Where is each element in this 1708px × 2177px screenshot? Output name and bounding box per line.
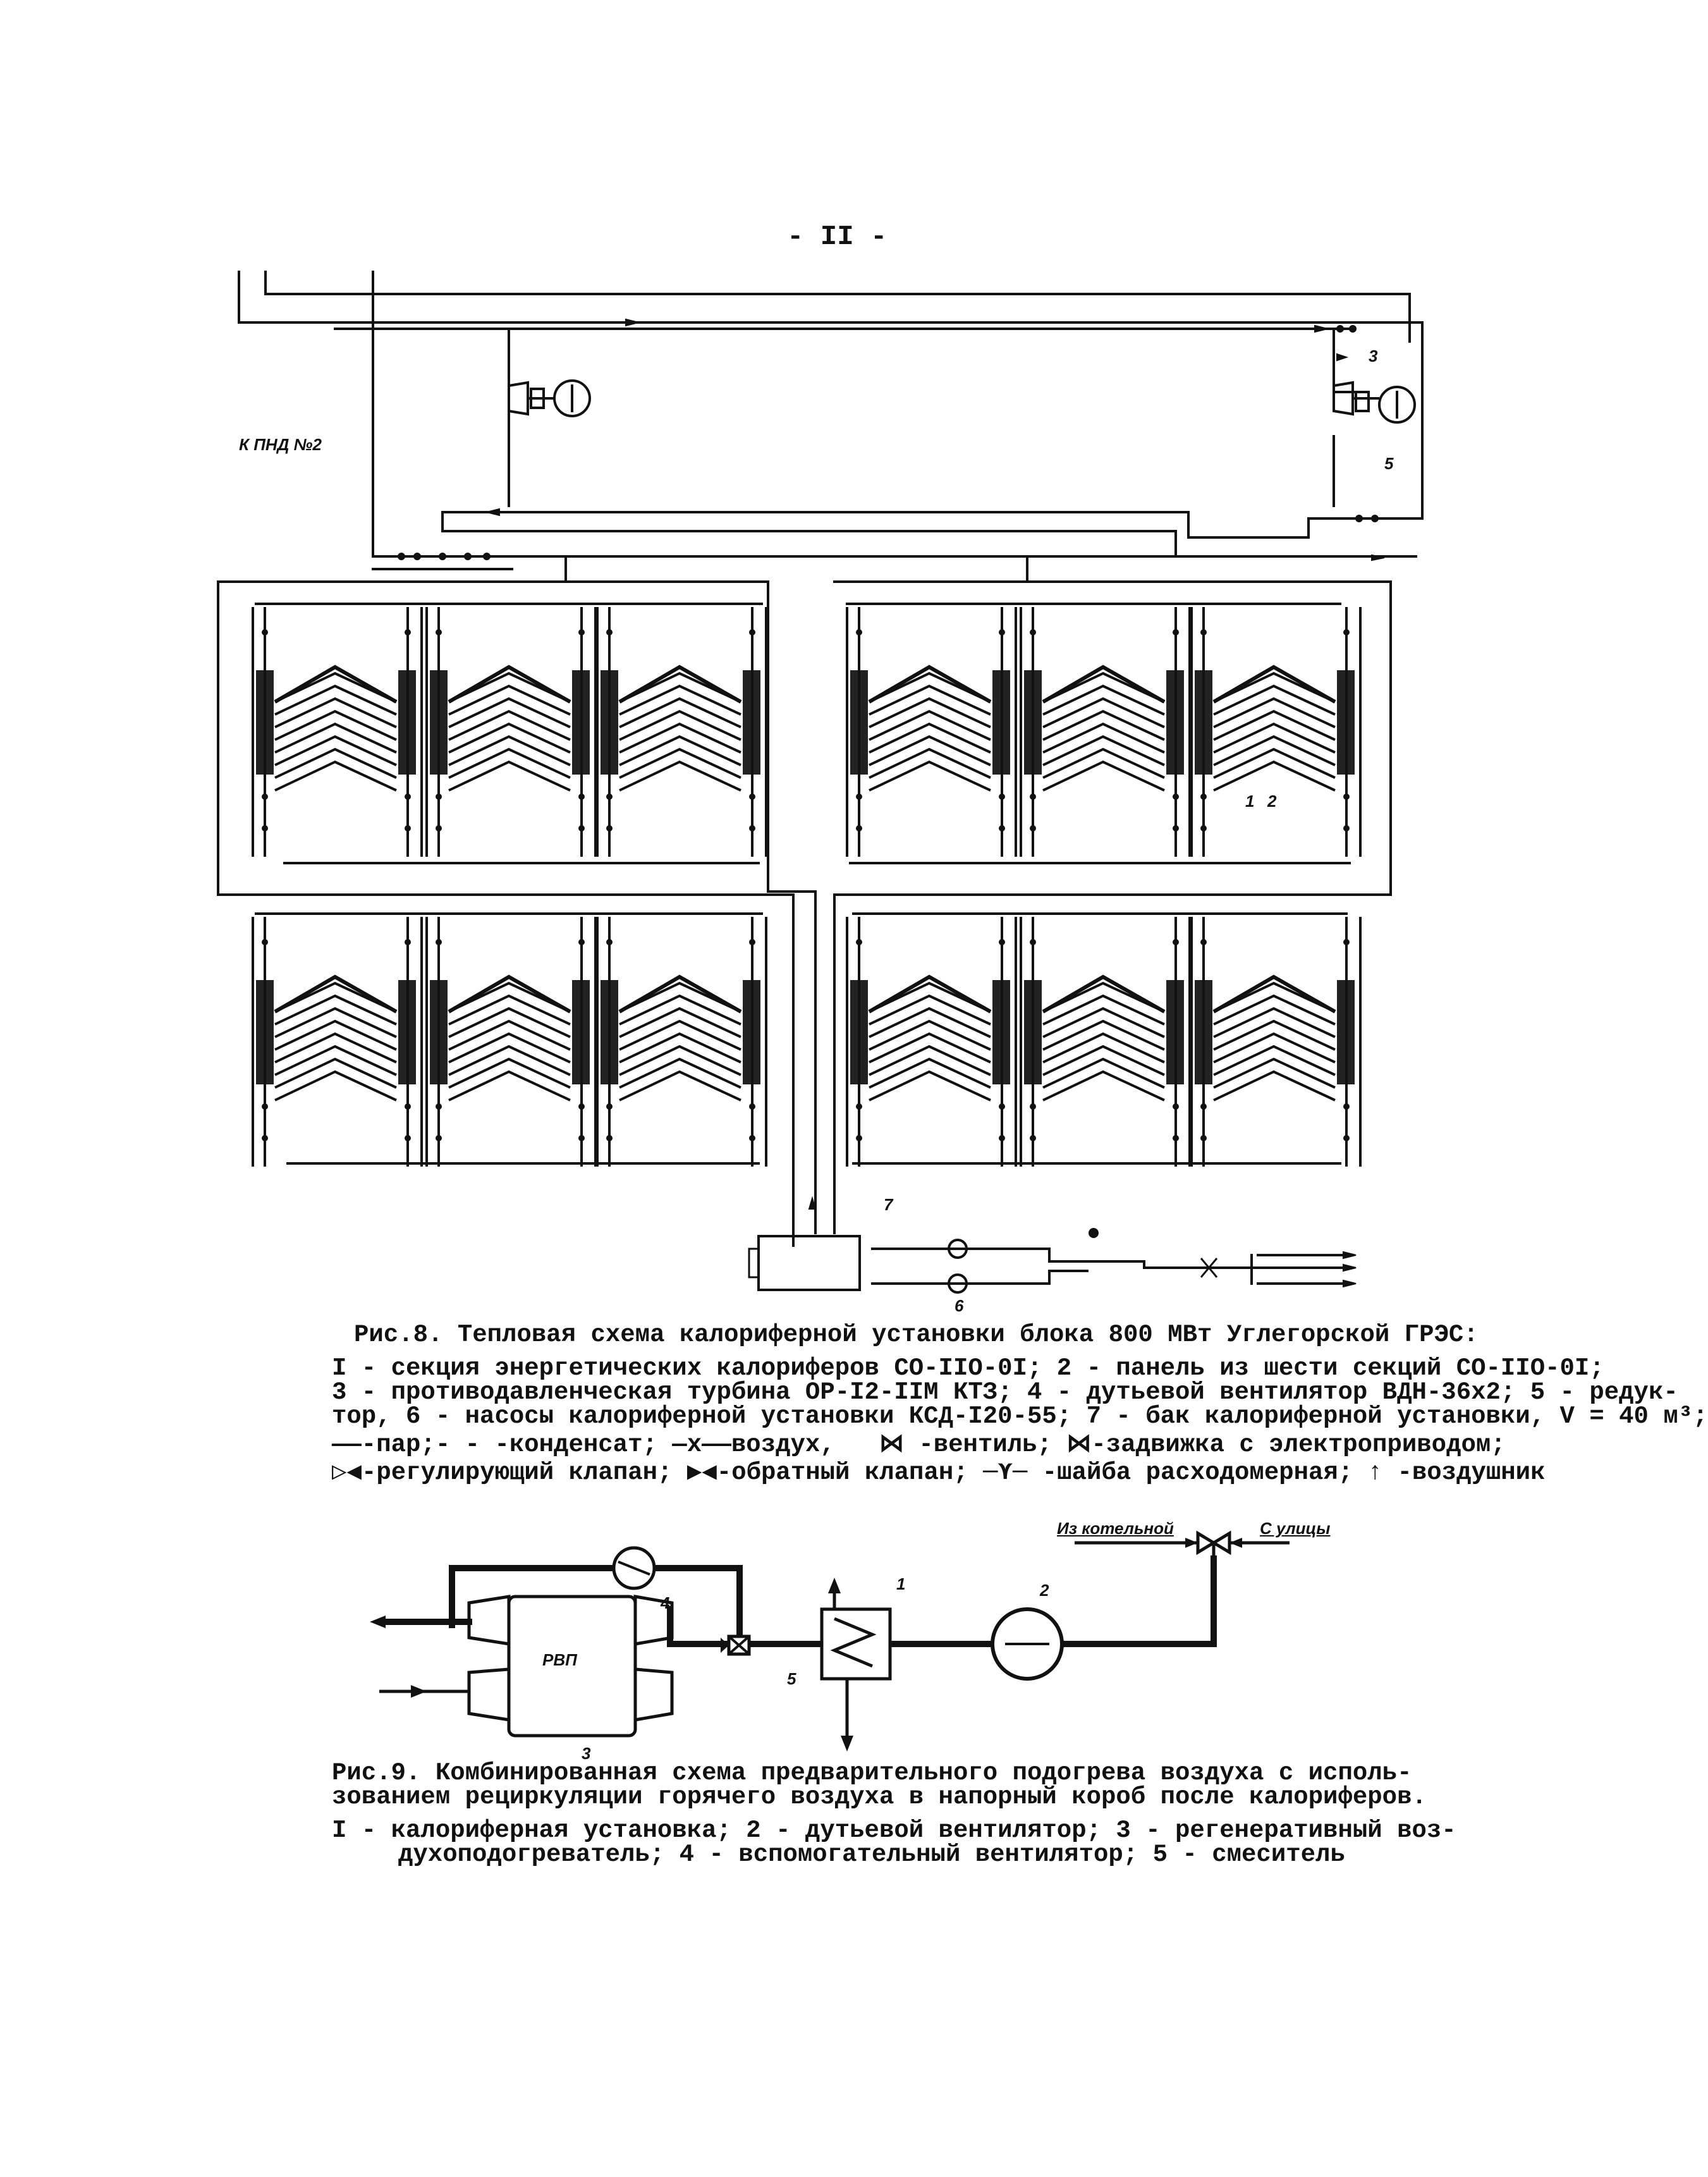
calorifer-panel-12 — [1190, 917, 1362, 1167]
fig9-caption-2: зованием рециркуляции горячего воздуха в… — [332, 1783, 1427, 1811]
k-pnd-label: К ПНД №2 — [239, 435, 322, 454]
right-frame — [833, 580, 1392, 1234]
callout-7: 7 — [884, 1195, 893, 1214]
fig8-legend-5: ▷◀-регулирующий клапан; ▶◀-обратный клап… — [332, 1459, 1546, 1487]
calorifer-panel-10 — [846, 917, 1017, 1167]
fig9-callout-2: 2 — [1040, 1581, 1049, 1600]
callout-1: 1 — [1245, 792, 1255, 811]
calorifer-panel-4 — [846, 607, 1017, 857]
calorifer-panel-3 — [596, 607, 767, 857]
fig8-caption: Рис.8. Тепловая схема калориферной устан… — [354, 1321, 1479, 1349]
calorifer-tank — [757, 1235, 861, 1291]
turbine-right — [1333, 381, 1416, 424]
fig8-legend-1: I - секция энергетических калориферов СО… — [332, 1354, 1604, 1382]
calorifer-panel-7 — [252, 917, 423, 1167]
calorifer-panel-6 — [1190, 607, 1362, 857]
steam-line-2 — [264, 271, 1411, 343]
fig9-callout-4: 4 — [661, 1593, 670, 1612]
orifice-plate — [1200, 1258, 1218, 1278]
rvp-label: РВП — [542, 1650, 577, 1669]
electric-valve — [1089, 1228, 1099, 1238]
steam-main-line — [238, 271, 1424, 520]
fig8-legend-2: 3 - противодавленческая турбина ОР-I2-II… — [332, 1378, 1678, 1406]
condensate-line — [441, 511, 1417, 539]
document-page: { "page_number": "- II -", "fig8": { "k_… — [217, 221, 1708, 1868]
fig9-legend-2: духоподогреватель; 4 - вспомогательный в… — [398, 1841, 1345, 1868]
callout-5: 5 — [1384, 454, 1394, 473]
left-frame — [217, 580, 817, 1234]
fig8-thermal-scheme — [217, 271, 1424, 1294]
fig9-caption-1: Рис.9. Комбинированная схема предварител… — [332, 1759, 1412, 1787]
calorifer-panel-11 — [1020, 917, 1191, 1167]
fig9-legend-1: I - калориферная установка; 2 - дутьевой… — [332, 1817, 1456, 1844]
from-street-label: С улицы — [1260, 1519, 1331, 1538]
fig8-legend-4: ——-пар;- - -конденсат; —х——воздух, ⋈ -ве… — [332, 1431, 1506, 1459]
from-boiler-label: Из котельной — [1057, 1519, 1174, 1538]
fig9-callout-3: 3 — [582, 1744, 591, 1763]
callout-6: 6 — [955, 1296, 964, 1315]
pump-2 — [948, 1273, 968, 1294]
calorifer-panel-5 — [1020, 607, 1191, 857]
callout-3: 3 — [1369, 346, 1378, 365]
fig9-callout-5: 5 — [787, 1669, 796, 1688]
calorifer-banks — [252, 607, 1362, 1167]
fig8-legend-3: тор, 6 - насосы калориферной установки К… — [332, 1402, 1708, 1430]
calorifer-panel-1 — [252, 607, 423, 857]
calorifer-panel-9 — [596, 917, 767, 1167]
turbine-left — [508, 379, 591, 417]
calorifer-panel-8 — [425, 917, 597, 1167]
fig9-callout-1: 1 — [896, 1574, 906, 1593]
callout-2: 2 — [1267, 792, 1277, 811]
condensate-line-2 — [441, 511, 1417, 558]
pump-1 — [948, 1239, 968, 1259]
page-number: - II - — [787, 221, 888, 253]
calorifer-panel-2 — [425, 607, 597, 857]
